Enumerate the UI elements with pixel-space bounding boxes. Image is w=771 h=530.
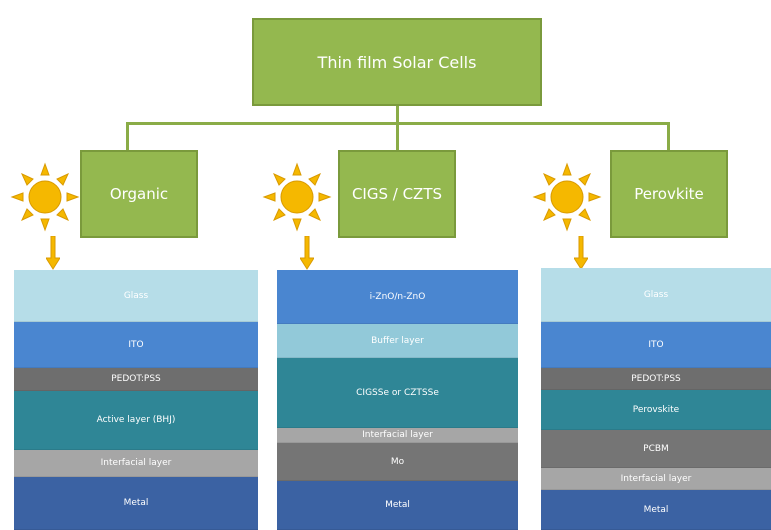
layer-interfacial: Interfacial layer: [277, 428, 518, 443]
layer-label: Buffer layer: [371, 335, 424, 346]
layer-ito: ITO: [14, 322, 258, 368]
layer-glass: Glass: [14, 270, 258, 322]
layer-pedot-pss: PEDOT:PSS: [14, 368, 258, 391]
layer-perovskite: Perovskite: [541, 390, 771, 430]
layer-stack-perovskite: Glass ITO PEDOT:PSS Perovskite PCBM Inte…: [541, 268, 771, 530]
category-box-cigs: CIGS / CZTS: [338, 150, 456, 238]
connector-vertical-top: [396, 106, 399, 124]
layer-metal: Metal: [14, 477, 258, 530]
arrow-down-icon: [574, 236, 588, 270]
layer-ito: ITO: [541, 322, 771, 368]
layer-label: Perovskite: [632, 404, 680, 415]
layer-absorber: CIGSSe or CZTSSe: [277, 358, 518, 428]
layer-label: CIGSSe or CZTSSe: [356, 387, 439, 398]
category-label-organic: Organic: [109, 185, 169, 203]
category-box-perovskite: Perovkite: [610, 150, 728, 238]
layer-interfacial: Interfacial layer: [14, 450, 258, 477]
layer-label: Mo: [390, 456, 405, 467]
layer-label: Metal: [643, 504, 669, 515]
layer-active: Active layer (BHJ): [14, 391, 258, 450]
title-box: Thin film Solar Cells: [252, 18, 542, 106]
layer-label: Metal: [385, 500, 410, 510]
layer-metal: Metal: [277, 481, 518, 530]
category-box-organic: Organic: [80, 150, 198, 238]
layer-label: Interfacial layer: [100, 458, 172, 468]
category-label-perovskite: Perovkite: [634, 185, 704, 203]
category-label-cigs: CIGS / CZTS: [351, 185, 443, 203]
connector-perovskite: [667, 122, 670, 150]
layer-label: Interfacial layer: [362, 430, 433, 440]
layer-glass: Glass: [541, 268, 771, 322]
layer-stack-organic: Glass ITO PEDOT:PSS Active layer (BHJ) I…: [14, 270, 258, 530]
sun-icon: [532, 162, 602, 232]
layer-label: Interfacial layer: [620, 473, 692, 484]
title-label: Thin film Solar Cells: [317, 52, 477, 72]
connector-organic: [126, 122, 129, 150]
layer-metal: Metal: [541, 490, 771, 530]
layer-label: PEDOT:PSS: [631, 373, 681, 384]
sun-icon: [10, 162, 80, 232]
arrow-down-icon: [300, 236, 314, 270]
layer-buffer: Buffer layer: [277, 324, 518, 358]
layer-label: PEDOT:PSS: [111, 374, 161, 384]
layer-label: Glass: [643, 289, 669, 300]
layer-label: Metal: [123, 498, 149, 508]
layer-stack-cigs: i-ZnO/n-ZnO Buffer layer CIGSSe or CZTSS…: [277, 270, 518, 530]
layer-label: Active layer (BHJ): [96, 415, 176, 425]
layer-mo: Mo: [277, 443, 518, 481]
layer-label: ITO: [648, 339, 664, 350]
layer-label: Glass: [123, 290, 149, 301]
layer-label: i-ZnO/n-ZnO: [369, 291, 426, 302]
connector-cigs: [396, 122, 399, 150]
layer-pcbm: PCBM: [541, 430, 771, 468]
arrow-down-icon: [46, 236, 60, 270]
layer-label: PCBM: [643, 443, 669, 454]
layer-zno: i-ZnO/n-ZnO: [277, 270, 518, 324]
layer-label: ITO: [128, 339, 144, 350]
sun-icon: [262, 162, 332, 232]
layer-interfacial: Interfacial layer: [541, 468, 771, 490]
layer-pedot-pss: PEDOT:PSS: [541, 368, 771, 390]
